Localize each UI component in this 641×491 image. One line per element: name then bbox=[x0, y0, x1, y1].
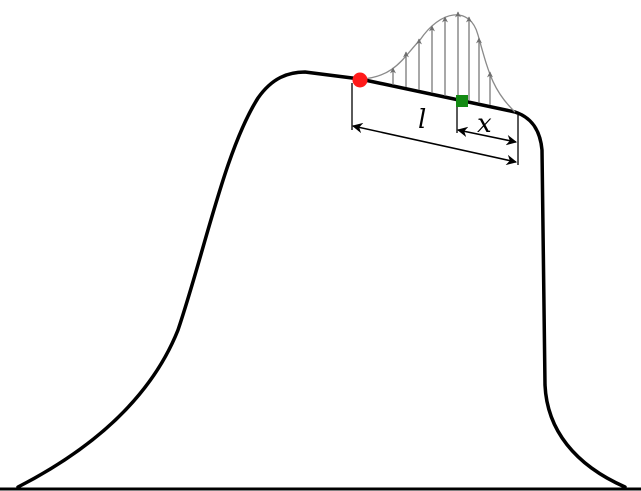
length-dimension-arrow bbox=[351, 122, 518, 166]
velocity-arrows bbox=[390, 11, 493, 105]
length-label: l bbox=[418, 105, 426, 135]
position-dimension-arrow bbox=[456, 126, 518, 146]
hill-outline bbox=[16, 70, 627, 489]
green-square-icon bbox=[456, 95, 468, 107]
velocity-profile-curve bbox=[359, 14, 516, 113]
position-label: x bbox=[477, 109, 492, 139]
red-circle-icon bbox=[352, 72, 368, 88]
